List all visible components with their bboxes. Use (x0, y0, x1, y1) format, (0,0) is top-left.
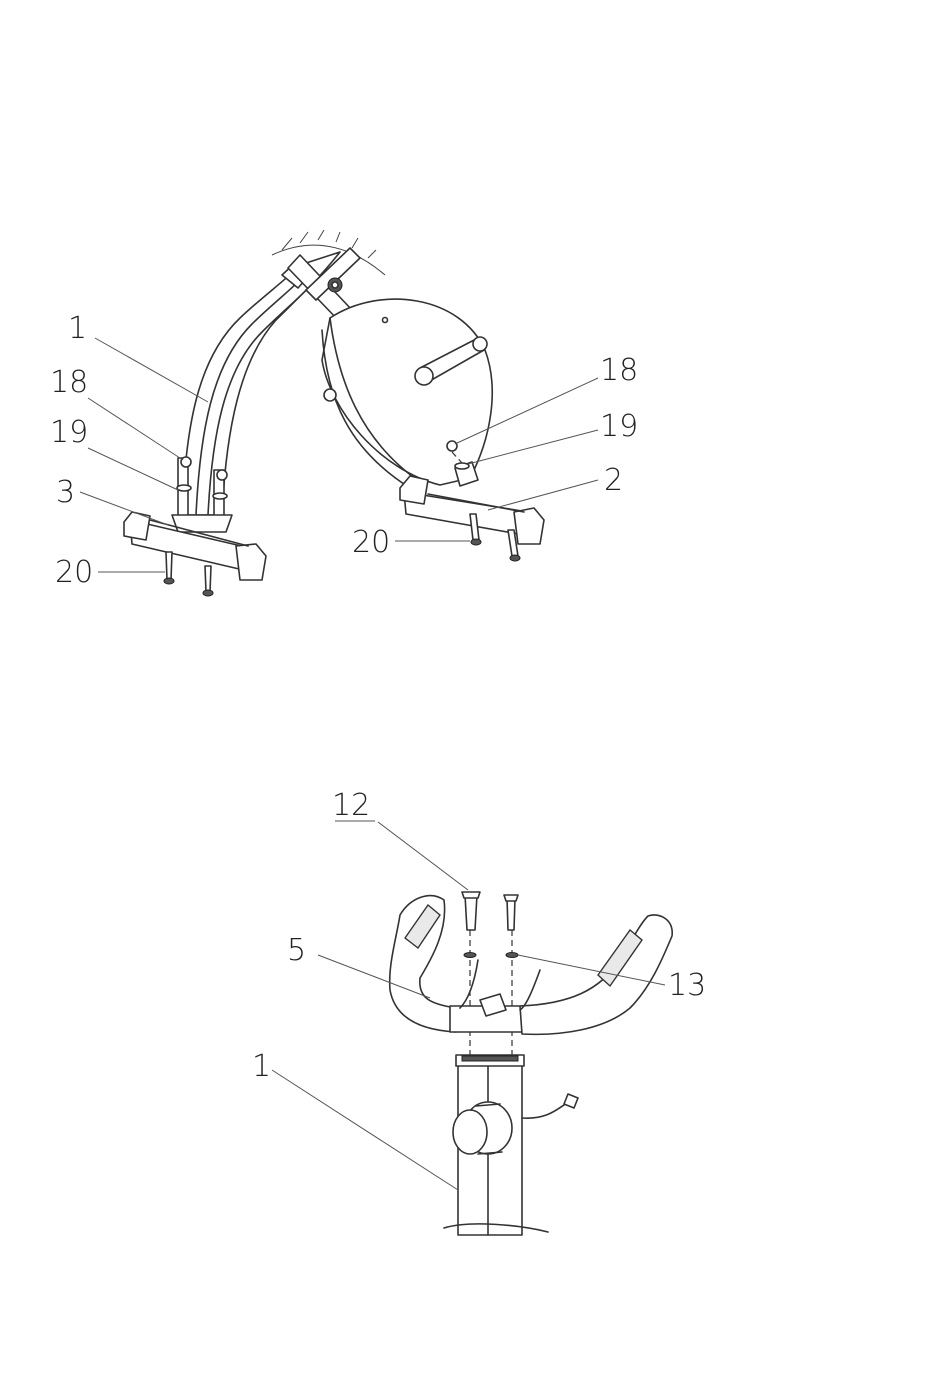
bolt-20-left-a (166, 552, 172, 580)
callout-13: 13 (668, 968, 706, 1003)
right-end-cap (236, 544, 266, 580)
callout-12: 12 (332, 788, 370, 823)
callout-20-right: 20 (352, 525, 390, 560)
sensor-plug (564, 1094, 578, 1108)
callout-1-top: 1 (68, 311, 87, 346)
callout-1-bottom: 1 (252, 1049, 271, 1084)
callout-5: 5 (287, 933, 306, 968)
callout-19-left: 19 (50, 415, 88, 450)
callout-18-left: 18 (50, 365, 88, 400)
callout-2: 2 (604, 463, 623, 498)
left-end-cap (124, 512, 150, 540)
washer-19-left (177, 485, 191, 491)
stabilizer-assembly-figure: 1 18 19 3 20 18 19 2 20 (50, 230, 638, 596)
handlebar-post (444, 1055, 578, 1235)
bolt-20-left-b (205, 566, 211, 592)
bolts-12 (462, 892, 518, 930)
flywheel-cover (322, 299, 492, 488)
nut-18-right (447, 441, 457, 451)
nut-18-left (181, 457, 191, 467)
handlebar-5 (390, 896, 673, 1035)
callout-3: 3 (56, 475, 75, 510)
bolt-12-right (507, 898, 515, 930)
washer-13-right (506, 953, 518, 958)
front-left-end-cap (400, 476, 428, 504)
handlebar-assembly-figure: 12 5 13 1 (252, 788, 706, 1235)
callout-20-left: 20 (55, 555, 93, 590)
front-right-end-cap (514, 508, 544, 544)
callout-19-right: 19 (600, 409, 638, 444)
callout-18-right: 18 (600, 353, 638, 388)
bolt-12-left (465, 895, 477, 930)
washer-13-left (464, 953, 476, 958)
washer-19-right (455, 463, 469, 469)
